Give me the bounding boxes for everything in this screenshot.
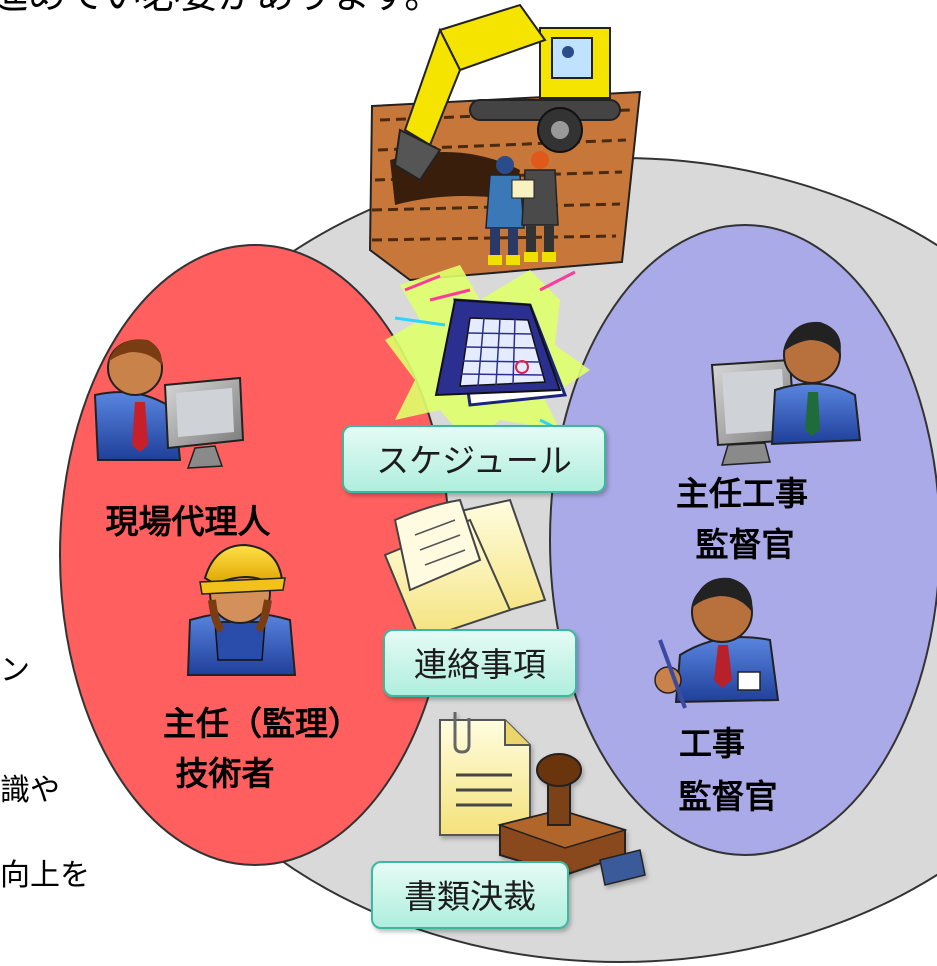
role-site-agent: 現場代理人 (106, 502, 271, 541)
header-text-partial: 進めてい必要があります。 (0, 0, 442, 17)
role-supervisor-line1: 工事 (679, 724, 745, 763)
notice-papers-icon (383, 498, 547, 642)
calendar-icon (385, 265, 590, 445)
notices-label: 連絡事項 (414, 645, 546, 684)
role-chief-supervisor-line1: 主任工事 (676, 474, 808, 513)
body-text-fragment-3: 向上を (0, 858, 90, 893)
chief-engineer-icon (186, 543, 297, 676)
body-text-fragment-1: ン (0, 653, 30, 688)
body-text-fragment-2: 識や (0, 773, 60, 808)
role-chief-engineer-line1: 主任（監理） (163, 704, 361, 743)
construction-site-illustration (368, 3, 642, 282)
role-supervisor-line2: 監督官 (679, 777, 778, 816)
document-approval-label-box: 書類決裁 (371, 861, 569, 929)
role-chief-engineer-line2: 技術者 (176, 754, 275, 793)
site-agent-icon (93, 339, 245, 469)
supervisor-icon (654, 577, 780, 709)
notices-label-box: 連絡事項 (383, 629, 577, 697)
document-stamp-icon (439, 712, 646, 886)
schedule-label: スケジュール (376, 441, 572, 480)
chief-supervisor-icon (710, 321, 862, 466)
schedule-label-box: スケジュール (342, 425, 606, 493)
role-chief-supervisor-line2: 監督官 (696, 525, 795, 564)
document-approval-label: 書類決裁 (404, 877, 536, 916)
client-ellipse (549, 224, 937, 856)
